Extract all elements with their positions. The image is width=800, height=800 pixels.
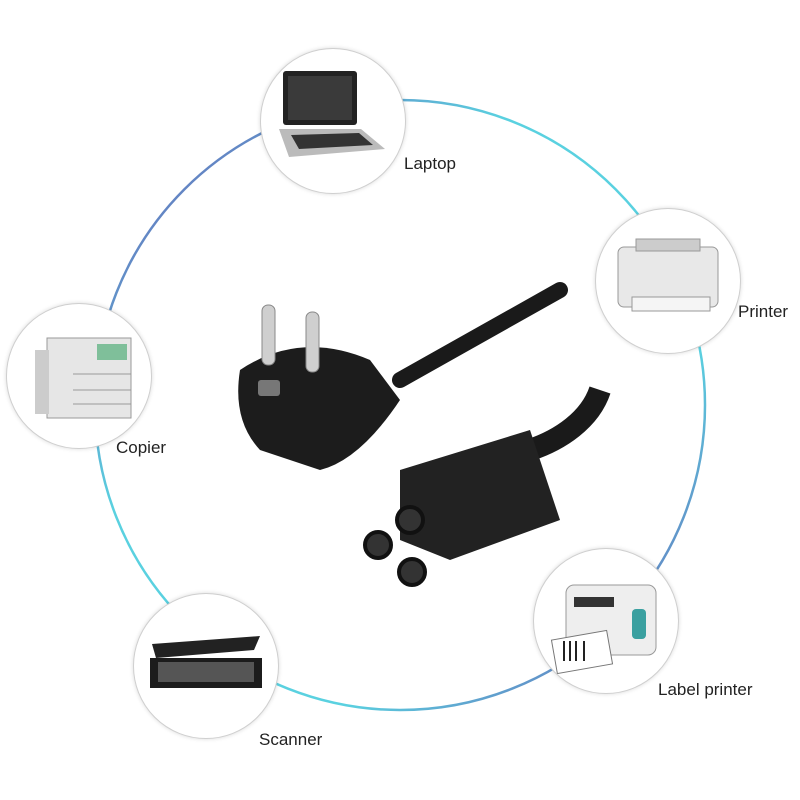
laptop-node (260, 48, 406, 194)
device-label-copier: Copier (116, 438, 167, 457)
printer-icon (617, 238, 719, 312)
power-cable-image (238, 282, 611, 587)
device-label-scanner: Scanner (259, 730, 323, 749)
device-label-printer: Printer (738, 302, 789, 321)
label-printer-node (533, 548, 679, 694)
laptop-icon (279, 71, 385, 157)
device-label-label-printer: Label printer (658, 680, 753, 699)
copier-node (6, 303, 152, 449)
printer-node (595, 208, 741, 354)
label-printer-icon (550, 584, 657, 675)
copier-icon (35, 337, 132, 419)
device-label-laptop: Laptop (404, 154, 456, 173)
scanner-icon (150, 636, 262, 688)
scanner-node (133, 593, 279, 739)
